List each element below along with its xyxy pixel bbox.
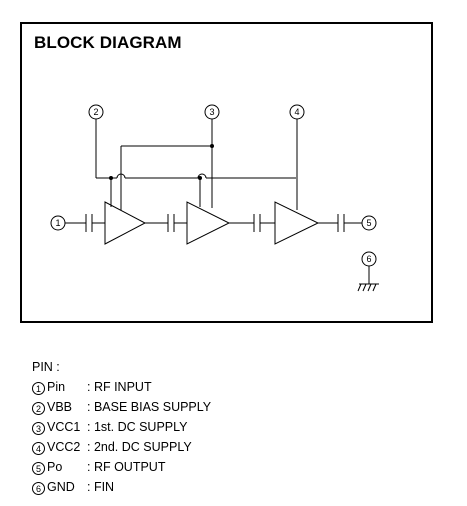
legend-pin-number: 5 <box>32 462 45 475</box>
block-diagram-frame: BLOCK DIAGRAM <box>20 22 433 323</box>
legend-pin-description: : 2nd. DC SUPPLY <box>87 440 192 454</box>
pin-legend: PIN : 1 Pin : RF INPUT 2 VBB : BASE BIAS… <box>32 357 211 497</box>
legend-pin-number: 3 <box>32 422 45 435</box>
pin-5-label: 5 <box>366 218 371 228</box>
pin-4-label: 4 <box>294 107 299 117</box>
legend-pin-number: 2 <box>32 402 45 415</box>
legend-row-vbb: 2 VBB : BASE BIAS SUPPLY <box>32 397 211 417</box>
legend-pin-description: : BASE BIAS SUPPLY <box>87 400 212 414</box>
amplifier-2 <box>186 201 231 245</box>
legend-pin-description: : FIN <box>87 480 115 494</box>
pin-2-label: 2 <box>93 107 98 117</box>
legend-row-po: 5 Po : RF OUTPUT <box>32 457 211 477</box>
diagram-title: BLOCK DIAGRAM <box>34 33 182 52</box>
legend-pin-symbol: GND <box>47 480 75 494</box>
junction-dot <box>198 176 202 180</box>
legend-pin-symbol: VCC2 <box>47 440 81 454</box>
legend-pin-description: : 1st. DC SUPPLY <box>87 420 188 434</box>
legend-pin-symbol: VBB <box>47 400 73 414</box>
legend-row-vcc1: 3 VCC1 : 1st. DC SUPPLY <box>32 417 211 437</box>
legend-row-pin: 1 Pin : RF INPUT <box>32 377 211 397</box>
junction-dot <box>210 144 214 148</box>
block-diagram-schematic: 1 2 3 4 5 6 <box>50 104 379 292</box>
legend-row-vcc2: 4 VCC2 : 2nd. DC SUPPLY <box>32 437 211 457</box>
pin-3-label: 3 <box>209 107 214 117</box>
legend-pin-symbol: VCC1 <box>47 420 81 434</box>
amplifier-1 <box>104 201 147 245</box>
pin-1-label: 1 <box>55 218 60 228</box>
pin-legend-heading: PIN : <box>32 360 60 374</box>
legend-pin-symbol: Pin <box>47 380 66 394</box>
amplifier-3 <box>274 201 320 245</box>
legend-pin-number: 4 <box>32 442 45 455</box>
legend-pin-description: : RF INPUT <box>87 380 152 394</box>
legend-pin-number: 1 <box>32 382 45 395</box>
legend-row-gnd: 6 GND : FIN <box>32 477 211 497</box>
pin-5-marker <box>361 215 377 231</box>
legend-pin-number: 6 <box>32 482 45 495</box>
pin-6-label: 6 <box>366 254 371 264</box>
junction-dot <box>109 176 113 180</box>
legend-pin-description: : RF OUTPUT <box>87 460 166 474</box>
legend-pin-symbol: Po <box>47 460 63 474</box>
